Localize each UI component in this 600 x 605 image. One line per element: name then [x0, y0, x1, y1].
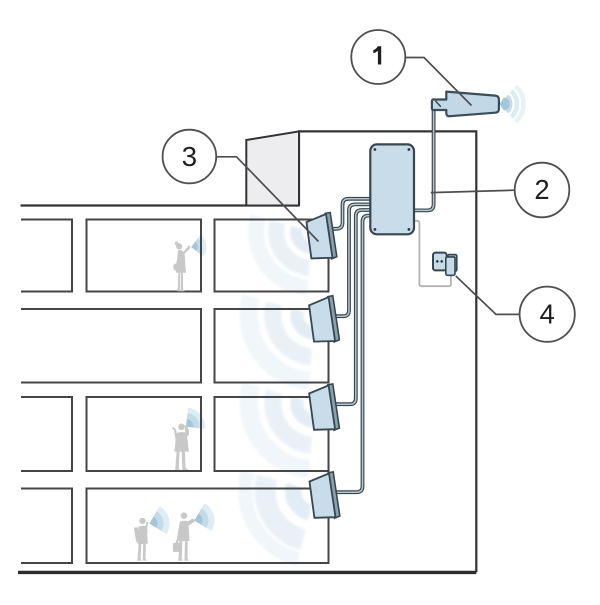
svg-text:4: 4 [540, 298, 555, 329]
svg-text:3: 3 [182, 141, 197, 172]
svg-text:2: 2 [534, 174, 549, 205]
